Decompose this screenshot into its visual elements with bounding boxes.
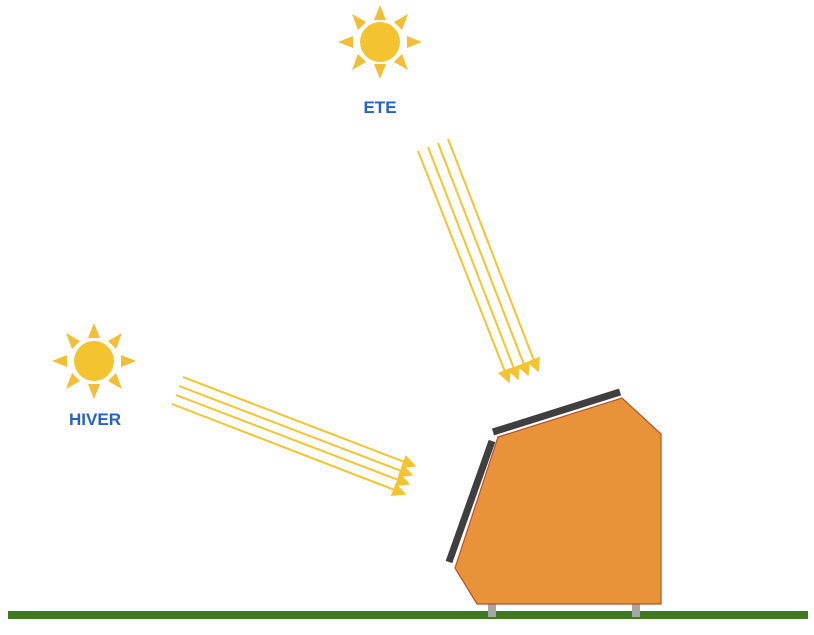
wall-solar-panel (445, 439, 496, 564)
summer-beam (417, 150, 511, 384)
summer-label: ETE (363, 98, 397, 117)
ground-line (8, 611, 808, 619)
winter-beam (175, 394, 411, 487)
winter-sun-icon (52, 323, 136, 399)
winter-beam (182, 376, 417, 469)
building-body (454, 397, 662, 605)
winter-beam (171, 403, 407, 496)
building-foot-right (632, 604, 640, 617)
summer-beam (447, 138, 540, 373)
winter-light-beams (171, 376, 417, 496)
summer-light-beams (417, 138, 540, 384)
winter-label: HIVER (69, 410, 121, 429)
winter-beam (178, 385, 414, 478)
roof-solar-panel (491, 388, 622, 436)
summer-sun-icon (338, 5, 422, 79)
building-foot-left (488, 604, 496, 617)
summer-beam (427, 146, 520, 381)
summer-beam (437, 142, 530, 377)
